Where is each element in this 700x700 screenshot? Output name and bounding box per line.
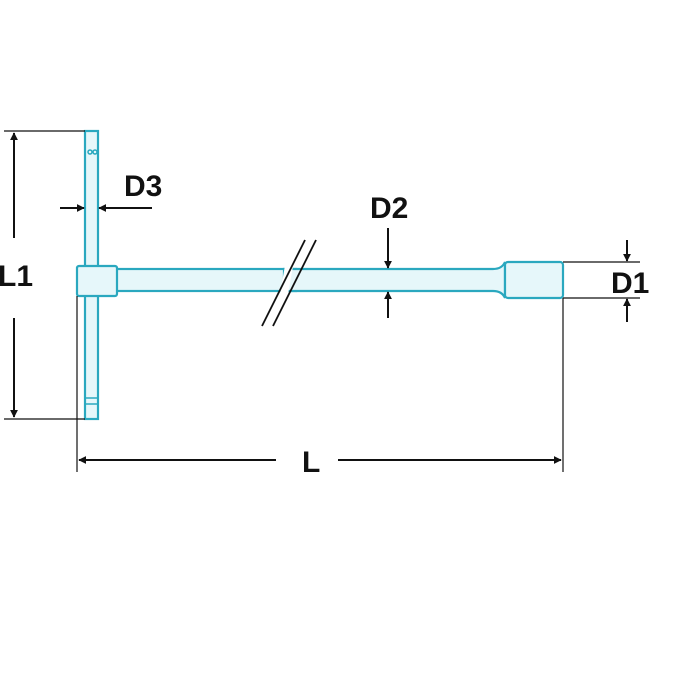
shaft-break-marks [280,265,293,295]
dimension-lines [4,130,640,472]
handle-details [85,149,98,405]
label-d1: D1 [611,267,649,300]
sliding-block [75,264,119,298]
label-l: L [302,446,320,479]
shaft-right [282,261,507,299]
label-d3: D3 [124,170,162,203]
shaft-break-lines [261,239,317,327]
socket-head [503,260,565,300]
label-l1: L1 [0,260,33,293]
label-d2: D2 [370,192,408,225]
wrench-outline [75,129,565,421]
ball-detent [87,149,93,155]
shaft-left [114,267,298,293]
ball-detent-2 [92,149,98,155]
